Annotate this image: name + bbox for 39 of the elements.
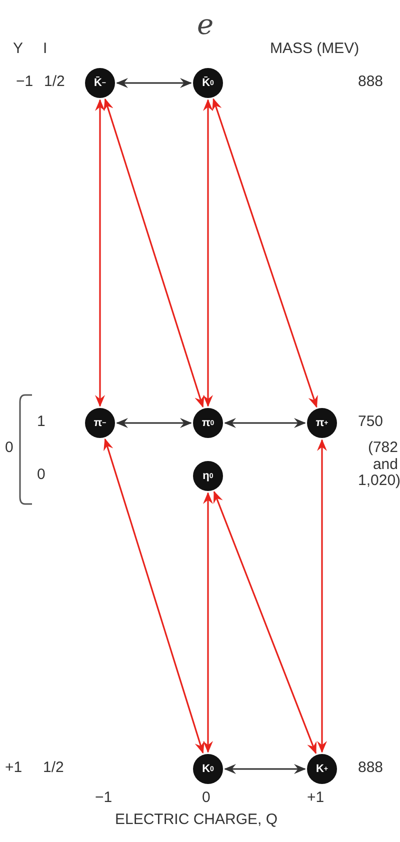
- axis-label: +1: [5, 760, 22, 776]
- particle-circle: π$^{−}$: [85, 408, 115, 438]
- axis-label: 0: [37, 467, 46, 484]
- axis-label: −1: [16, 74, 34, 90]
- arrow: [116, 418, 192, 428]
- particle-circle: K̄$^{0}$: [193, 68, 223, 98]
- arrow: [212, 98, 318, 408]
- axis-label: −1: [95, 790, 112, 806]
- axis-label: 0: [202, 790, 210, 806]
- axis-label: 1/2: [44, 74, 65, 90]
- axis-label: +1: [307, 790, 324, 806]
- arrow: [213, 490, 317, 754]
- arrow: [116, 78, 192, 88]
- particle-circle: η$^{0}$: [193, 461, 223, 491]
- axis-label: 1: [37, 414, 46, 430]
- particle-circle: π$^{+}$: [307, 408, 337, 438]
- particle-circle: π$^{0}$: [193, 408, 223, 438]
- particle-circle: K̄$^{−}$: [85, 68, 115, 98]
- arrow: [104, 98, 204, 408]
- arrow: [203, 492, 213, 753]
- axis-label: (782 and 1,020): [358, 440, 398, 490]
- axis-label: 750: [358, 414, 384, 430]
- arrow: [203, 99, 213, 407]
- axis-label: ELECTRIC CHARGE, Q: [115, 812, 278, 828]
- axis-label: MASS (MEV): [270, 41, 360, 58]
- panel-letter: e: [197, 8, 214, 41]
- particle-circle: K$^{+}$: [307, 754, 337, 784]
- axis-label: I: [43, 41, 48, 58]
- axis-label: 0: [5, 440, 14, 456]
- arrow: [95, 99, 105, 407]
- particle-circle: K$^{0}$: [193, 754, 223, 784]
- axis-label: 888: [358, 74, 384, 90]
- arrow: [104, 438, 204, 754]
- arrow: [224, 418, 306, 428]
- arrow: [224, 764, 306, 774]
- axis-label: 1/2: [43, 760, 64, 776]
- axis-label: 888: [358, 760, 384, 776]
- axis-label: Y: [13, 41, 24, 58]
- arrow: [317, 439, 327, 753]
